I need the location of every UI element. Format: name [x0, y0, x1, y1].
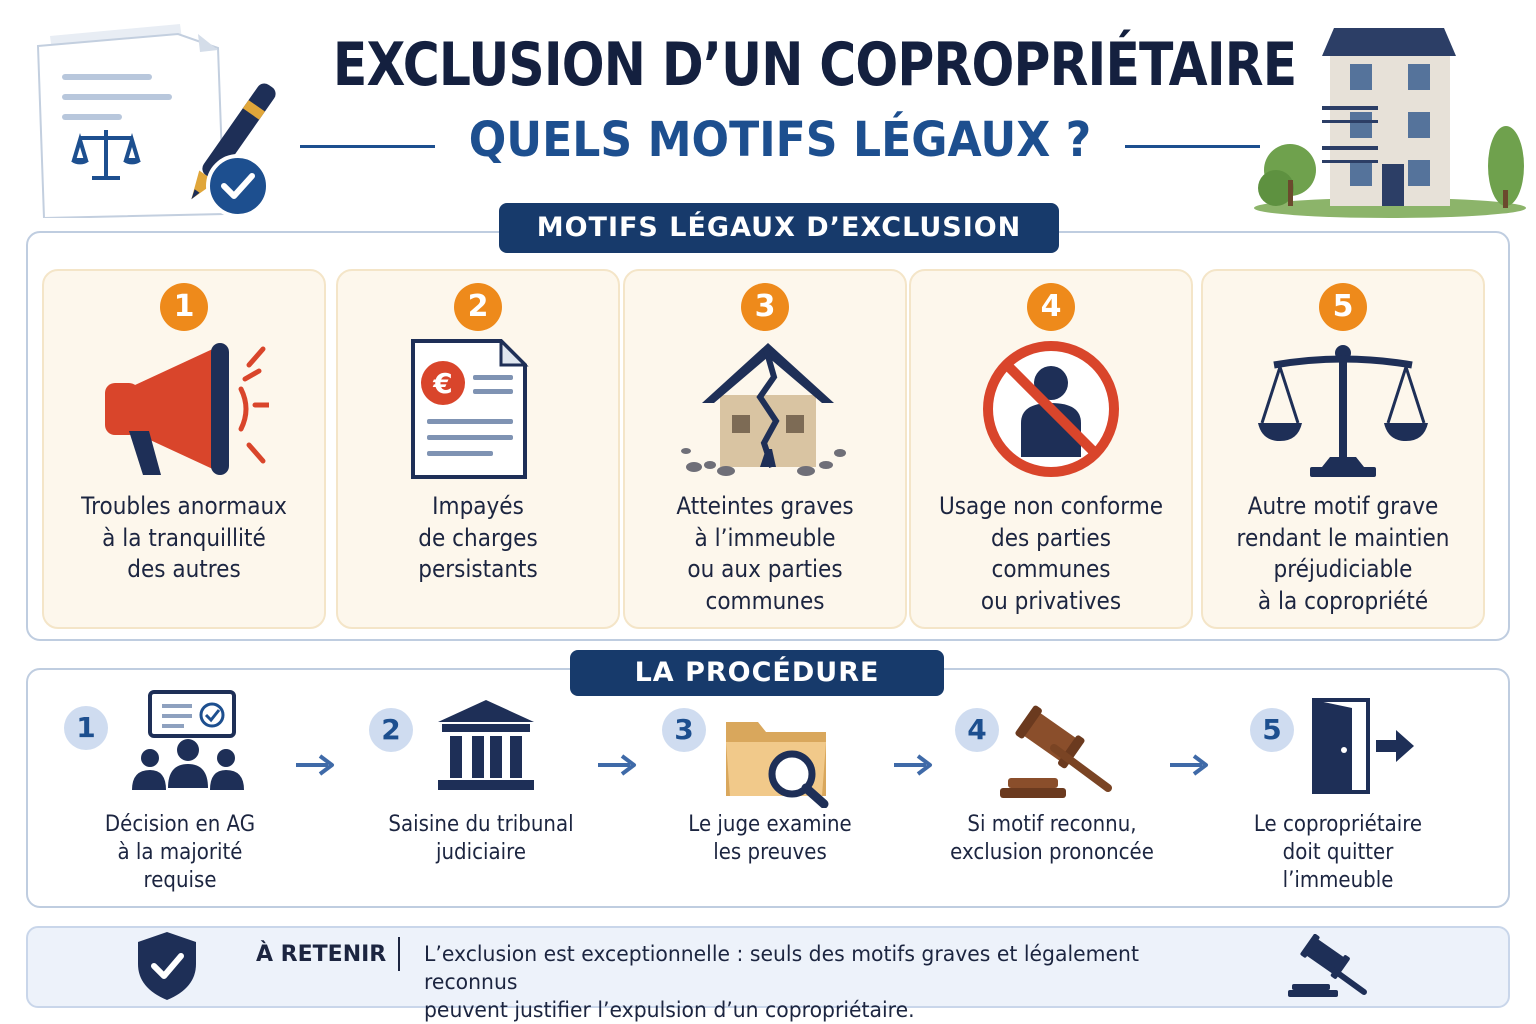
motif-number: 3 [741, 283, 789, 331]
scales-icon [71, 130, 141, 180]
step-number: 5 [1250, 708, 1294, 752]
page-subtitle: QUELS MOTIFS LÉGAUX ? [468, 112, 1092, 168]
divider [398, 937, 400, 971]
prohibited-person-icon [983, 341, 1119, 477]
motif-card-2: 2 € Impayés de charges persistants [336, 269, 620, 629]
megaphone-icon [105, 343, 269, 475]
motif-text: Troubles anormaux à la tranquillité des … [81, 492, 287, 583]
arrow-right-icon [1170, 754, 1208, 776]
step-number: 3 [662, 708, 706, 752]
motif-number: 4 [1027, 283, 1075, 331]
procedure-section-title: LA PROCÉDURE [570, 650, 944, 696]
step-text: Décision en AG à la majorité requise [104, 812, 256, 893]
svg-text:€: € [432, 367, 452, 400]
scales-icon [1258, 345, 1428, 477]
subtitle-row: QUELS MOTIFS LÉGAUX ? [300, 112, 1260, 172]
motif-text: Impayés de charges persistants [418, 492, 538, 583]
page-title: EXCLUSION D’UN COPROPRIÉTAIRE [332, 30, 1297, 100]
document-signature-illustration [28, 18, 278, 223]
motif-text: Usage non conforme des parties communes … [938, 492, 1164, 615]
motif-card-5: 5 Autre motif grave rendant le maintien … [1201, 269, 1485, 629]
arrow-right-icon [894, 754, 932, 776]
gavel-icon [1000, 705, 1112, 798]
gavel-icon [1288, 934, 1367, 997]
step-number: 1 [64, 706, 108, 750]
assembly-vote-icon [132, 690, 244, 790]
arrow-right-icon [296, 754, 334, 776]
step-number: 2 [369, 708, 413, 752]
folder-magnifier-icon [726, 722, 829, 808]
motif-card-3: 3 Atteintes graves à l’immeuble ou aux p… [623, 269, 907, 629]
courthouse-icon [438, 700, 534, 790]
checkmark-icon [206, 154, 270, 218]
step-text: Si motif reconnu, exclusion prononcée [950, 812, 1154, 865]
step-text: Le juge examine les preuves [688, 812, 852, 865]
invoice-euro-icon: € [411, 339, 529, 479]
step-text: Saisine du tribunal judiciaire [388, 812, 574, 865]
divider [300, 145, 435, 148]
cracked-house-icon [681, 343, 846, 476]
motif-number: 5 [1319, 283, 1367, 331]
motif-number: 1 [160, 283, 208, 331]
key-takeaway-box [26, 926, 1510, 1008]
motif-text: Atteintes graves à l’immeuble ou aux par… [676, 492, 854, 615]
building-illustration [1250, 20, 1530, 225]
divider [1125, 145, 1260, 148]
step-text: Le copropriétaire doit quitter l’immeubl… [1253, 812, 1423, 893]
motif-card-1: 1 Troubles anormaux à la tranquillité de… [42, 269, 326, 629]
arrow-right-icon [598, 754, 636, 776]
motif-text: Autre motif grave rendant le maintien pr… [1236, 492, 1450, 615]
door-exit-icon [1312, 698, 1414, 794]
key-takeaway-text: L’exclusion est exceptionnelle : seuls d… [424, 942, 1139, 1022]
pen-icon [191, 83, 276, 200]
key-takeaway-label: À RETENIR [256, 942, 387, 967]
motifs-section-title: MOTIFS LÉGAUX D’EXCLUSION [499, 203, 1059, 253]
motif-card-4: 4 Usage non conforme des parties commune… [909, 269, 1193, 629]
shield-check-icon [138, 932, 196, 1000]
motif-number: 2 [454, 283, 502, 331]
step-number: 4 [955, 708, 999, 752]
